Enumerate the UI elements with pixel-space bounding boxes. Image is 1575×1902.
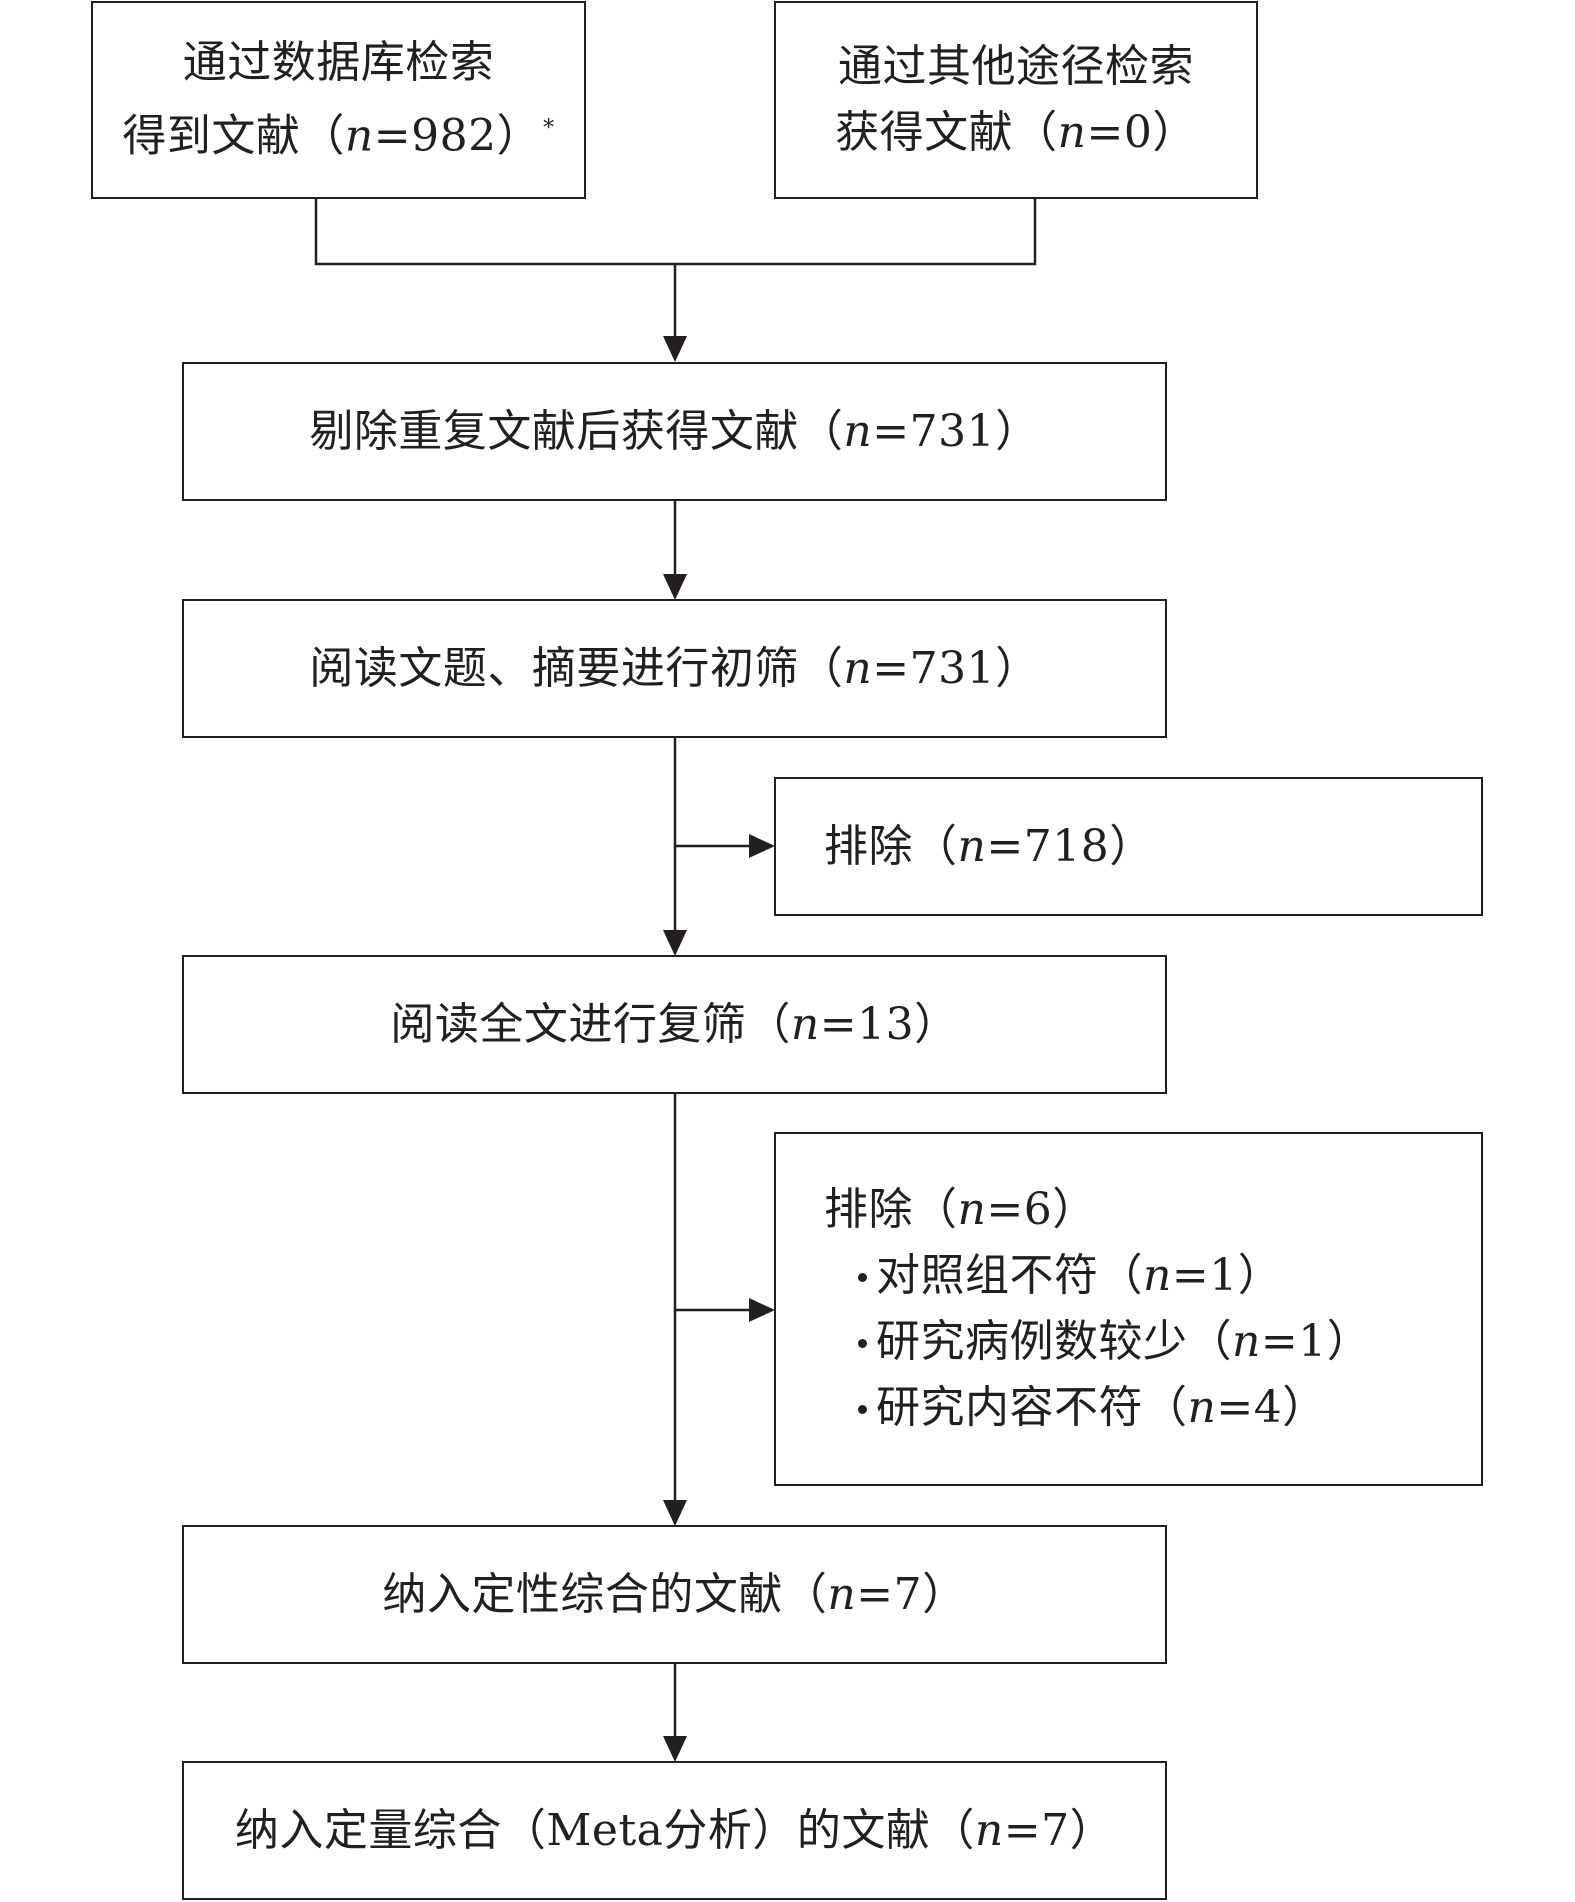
- other-search-line1: 通过其他途径检索: [838, 41, 1194, 92]
- qualitative-text: 纳入定性综合的文献（n=7）: [382, 1568, 967, 1620]
- screen2-text: 阅读全文进行复筛（n=13）: [390, 998, 959, 1050]
- qualitative-synthesis-box: 纳入定性综合的文献（n=7）: [182, 1525, 1167, 1664]
- database-search-line2: 得到文献（n=982）*: [122, 110, 555, 162]
- arrowhead-screen1: [663, 574, 687, 600]
- other-search-box: 通过其他途径检索 获得文献（n=0）: [774, 1, 1258, 199]
- exclusion-box-1: 排除（n=718）: [774, 777, 1483, 916]
- arrowhead-exclude2: [749, 1298, 775, 1322]
- exclusion-box-2: 排除（n=6） 对照组不符（n=1） 研究病例数较少（n=1） 研究内容不符（n…: [774, 1132, 1483, 1486]
- exclusion-reason: 对照组不符（n=1）: [776, 1243, 1481, 1309]
- full-text-screen-box: 阅读全文进行复筛（n=13）: [182, 955, 1167, 1094]
- meta-analysis-box: 纳入定量综合（Meta分析）的文献（n=7）: [182, 1761, 1167, 1900]
- exclude1-text: 排除（n=718）: [824, 820, 1154, 872]
- exclusion-reason: 研究内容不符（n=4）: [776, 1375, 1481, 1441]
- screen1-text: 阅读文题、摘要进行初筛（n=731）: [309, 642, 1040, 694]
- other-search-line2: 获得文献（n=0）: [835, 107, 1197, 158]
- arrowhead-dedup: [663, 336, 687, 362]
- database-search-line1: 通过数据库检索: [182, 37, 495, 89]
- arrowhead-screen2: [663, 930, 687, 956]
- exclude2-heading: 排除（n=6）: [824, 1184, 1097, 1235]
- arrowhead-qualitative: [663, 1500, 687, 1526]
- database-search-box: 通过数据库检索 得到文献（n=982）*: [91, 1, 586, 199]
- arrowhead-quantitative: [663, 1736, 687, 1762]
- dedup-text: 剔除重复文献后获得文献（n=731）: [309, 405, 1040, 457]
- merge-connector: [314, 198, 1037, 266]
- title-abstract-screen-box: 阅读文题、摘要进行初筛（n=731）: [182, 599, 1167, 738]
- exclusion-reason: 研究病例数较少（n=1）: [776, 1309, 1481, 1375]
- dedup-box: 剔除重复文献后获得文献（n=731）: [182, 362, 1167, 501]
- arrowhead-exclude1: [749, 834, 775, 858]
- quantitative-text: 纳入定量综合（Meta分析）的文献（n=7）: [234, 1804, 1115, 1856]
- footnote-mark: *: [543, 116, 555, 142]
